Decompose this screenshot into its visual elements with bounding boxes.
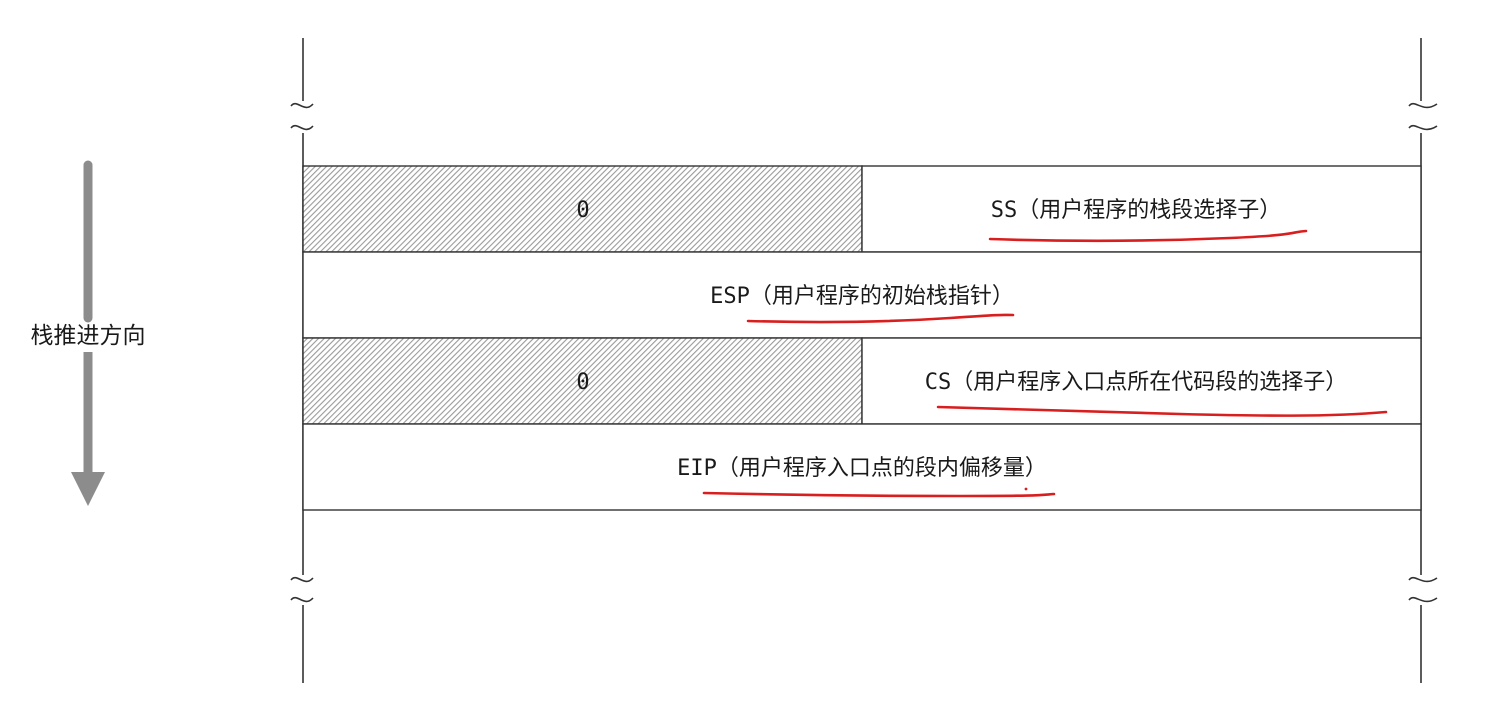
break-mark-icon: [290, 102, 314, 109]
arrow-head-icon: [71, 472, 105, 506]
ink-dot: [1024, 487, 1028, 491]
esp-label: ESP（用户程序的初始栈指针）: [710, 284, 1014, 309]
eip-label: EIP（用户程序入口点的段内偏移量）: [677, 456, 1047, 481]
underline-ss: [988, 229, 1308, 243]
esp-cell: [302, 251, 1422, 339]
reserved-zero-cell: [302, 165, 863, 253]
direction-label: 栈推进方向: [31, 323, 146, 349]
break-mark-icon: [1408, 596, 1438, 603]
red-annotations: [702, 229, 1388, 498]
ss-cell: [861, 165, 1422, 253]
break-mark-icon: [290, 576, 314, 583]
ss-label: SS（用户程序的栈段选择子）: [991, 198, 1282, 223]
reserved-zero-cell: [302, 337, 863, 425]
cs-cell: [861, 337, 1422, 425]
break-mark-icon: [1408, 576, 1438, 583]
break-mark-icon: [1408, 124, 1438, 131]
stack-row-ss: 0 SS（用户程序的栈段选择子）: [302, 165, 1422, 253]
underline-cs: [936, 405, 1388, 417]
break-mark-icon: [290, 124, 314, 131]
stack-row-cs: 0 CS（用户程序入口点所在代码段的选择子）: [302, 337, 1422, 425]
cs-label: CS（用户程序入口点所在代码段的选择子）: [925, 370, 1348, 395]
reserved-zero-label: 0: [576, 198, 589, 223]
push-direction-arrow: [71, 160, 105, 506]
underline-eip: [702, 491, 1056, 498]
stack-row-eip: EIP（用户程序入口点的段内偏移量）: [302, 423, 1422, 511]
underline-esp: [746, 313, 1015, 324]
break-mark-icon: [290, 596, 314, 603]
stack-row-esp: ESP（用户程序的初始栈指针）: [302, 251, 1422, 339]
reserved-zero-label: 0: [576, 370, 589, 395]
break-mark-icon: [1408, 102, 1438, 109]
